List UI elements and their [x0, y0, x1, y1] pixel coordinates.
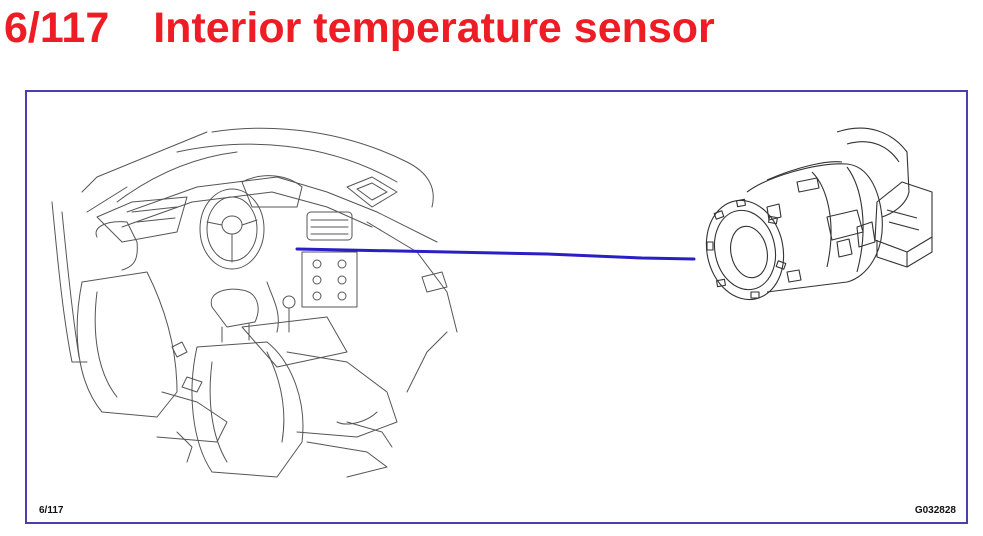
passenger-headrest — [210, 288, 259, 328]
driver-headrest — [95, 221, 138, 271]
leader-line — [295, 247, 696, 261]
diagram-canvas — [51, 127, 933, 478]
car-interior-drawing — [51, 127, 458, 478]
temperature-sensor-icon — [705, 127, 933, 301]
page-title: 6/117 Interior temperature sensor — [4, 2, 715, 54]
steering-wheel — [199, 188, 265, 270]
dashboard-top — [211, 127, 434, 208]
title-code: 6/117 — [4, 3, 110, 52]
driver-seat — [76, 271, 178, 418]
passenger-seat — [191, 341, 304, 478]
title-text: Interior temperature sensor — [153, 3, 715, 52]
page-reference: 6/117 — [39, 505, 64, 516]
figure-id: G032828 — [914, 505, 956, 516]
diagram-frame: 6/117 G032828 — [25, 90, 968, 524]
